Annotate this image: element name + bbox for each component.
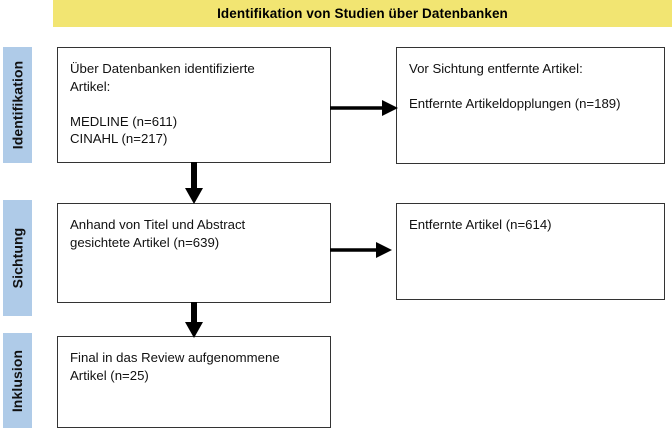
arrow-right-identified-to-removed-icon bbox=[330, 98, 398, 118]
diagram-title: Identifikation von Studien über Datenban… bbox=[217, 6, 508, 21]
box-identified-line-1: Über Datenbanken identifizierte bbox=[70, 61, 255, 76]
arrow-down-screened-to-included-icon bbox=[184, 302, 204, 338]
box-screened-records-content: Anhand von Titel und Abstract gesichtete… bbox=[58, 204, 330, 259]
box-excluded-records: Entfernte Artikel (n=614) bbox=[396, 203, 665, 300]
arrow-down-identified-to-screened-icon bbox=[184, 162, 204, 204]
stage-label-sichtung: Sichtung bbox=[3, 200, 32, 316]
box-identified-spacer bbox=[70, 95, 318, 113]
arrow-right-screened-to-excluded-icon bbox=[330, 240, 392, 260]
stage-label-inklusion-text: Inklusion bbox=[9, 349, 26, 412]
box-preremoved-line-1: Vor Sichtung entfernte Artikel: bbox=[409, 61, 583, 76]
box-screened-records: Anhand von Titel und Abstract gesichtete… bbox=[57, 203, 331, 303]
box-preremoved-spacer bbox=[409, 78, 652, 96]
box-removed-before-screening-content: Vor Sichtung entfernte Artikel: Entfernt… bbox=[397, 48, 664, 121]
box-identified-records: Über Datenbanken identifizierte Artikel:… bbox=[57, 47, 331, 163]
box-identified-records-content: Über Datenbanken identifizierte Artikel:… bbox=[58, 48, 330, 156]
box-excluded-line-1: Entfernte Artikel (n=614) bbox=[409, 217, 552, 232]
box-included-line-1: Final in das Review aufgenommene bbox=[70, 350, 280, 365]
box-excluded-records-content: Entfernte Artikel (n=614) bbox=[397, 204, 664, 242]
stage-label-sichtung-text: Sichtung bbox=[9, 227, 26, 289]
box-screened-line-2: gesichtete Artikel (n=639) bbox=[70, 234, 220, 250]
box-included-records-content: Final in das Review aufgenommene Artikel… bbox=[58, 337, 330, 392]
stage-label-identifikation-text: Identifikation bbox=[9, 60, 26, 150]
box-identified-line-2: Artikel: bbox=[70, 78, 111, 94]
box-screened-line-1: Anhand von Titel und Abstract bbox=[70, 217, 246, 232]
box-identified-line-3: MEDLINE (n=611) bbox=[70, 113, 178, 129]
stage-label-identifikation: Identifikation bbox=[3, 47, 32, 163]
stage-label-inklusion: Inklusion bbox=[3, 333, 32, 428]
diagram-header-banner: Identifikation von Studien über Datenban… bbox=[53, 0, 672, 27]
box-removed-before-screening: Vor Sichtung entfernte Artikel: Entfernt… bbox=[396, 47, 665, 164]
box-included-records: Final in das Review aufgenommene Artikel… bbox=[57, 336, 331, 428]
box-included-line-2: Artikel (n=25) bbox=[70, 367, 149, 383]
box-preremoved-line-2: Entfernte Artikeldopplungen (n=189) bbox=[409, 96, 621, 111]
box-identified-line-4: CINAHL (n=217) bbox=[70, 131, 168, 146]
